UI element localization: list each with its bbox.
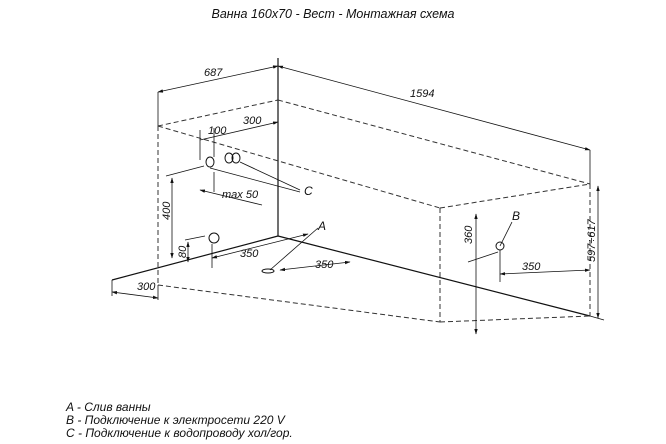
marker-c: C <box>304 184 313 198</box>
dim-80: 80 <box>177 245 189 258</box>
dim-300-top: 300 <box>243 115 262 127</box>
dim-360: 360 <box>463 225 475 244</box>
marker-b: B <box>512 209 520 223</box>
leader-lines <box>209 161 513 271</box>
dimension-lines <box>111 65 605 335</box>
diagram-title: Ванна 160x70 - Вест - Монтажная схема <box>211 7 455 21</box>
dim-687: 687 <box>204 67 223 79</box>
dim-597-617: 597÷617 <box>586 218 598 262</box>
dim-350-right: 350 <box>522 261 541 273</box>
electrical-outlet <box>495 241 505 251</box>
bottom-socket <box>208 232 220 244</box>
dim-max-50: max 50 <box>222 189 259 201</box>
legend-item-b: B - Подключение к электросети 220 V <box>66 413 285 427</box>
dim-350-left: 350 <box>240 248 259 260</box>
dim-100: 100 <box>208 125 227 137</box>
legend-item-c: C - Подключение к водопроводу хол/гор. <box>66 426 293 440</box>
dim-1594: 1594 <box>410 88 434 100</box>
dim-350-mid: 350 <box>315 259 334 271</box>
dim-400: 400 <box>161 201 173 220</box>
marker-a: A <box>317 219 326 233</box>
dim-300-floor: 300 <box>137 281 156 293</box>
drain-point <box>261 268 275 274</box>
wall-lines <box>111 58 591 317</box>
legend-item-a: A - Слив ванны <box>66 400 151 414</box>
water-connections <box>205 152 241 168</box>
